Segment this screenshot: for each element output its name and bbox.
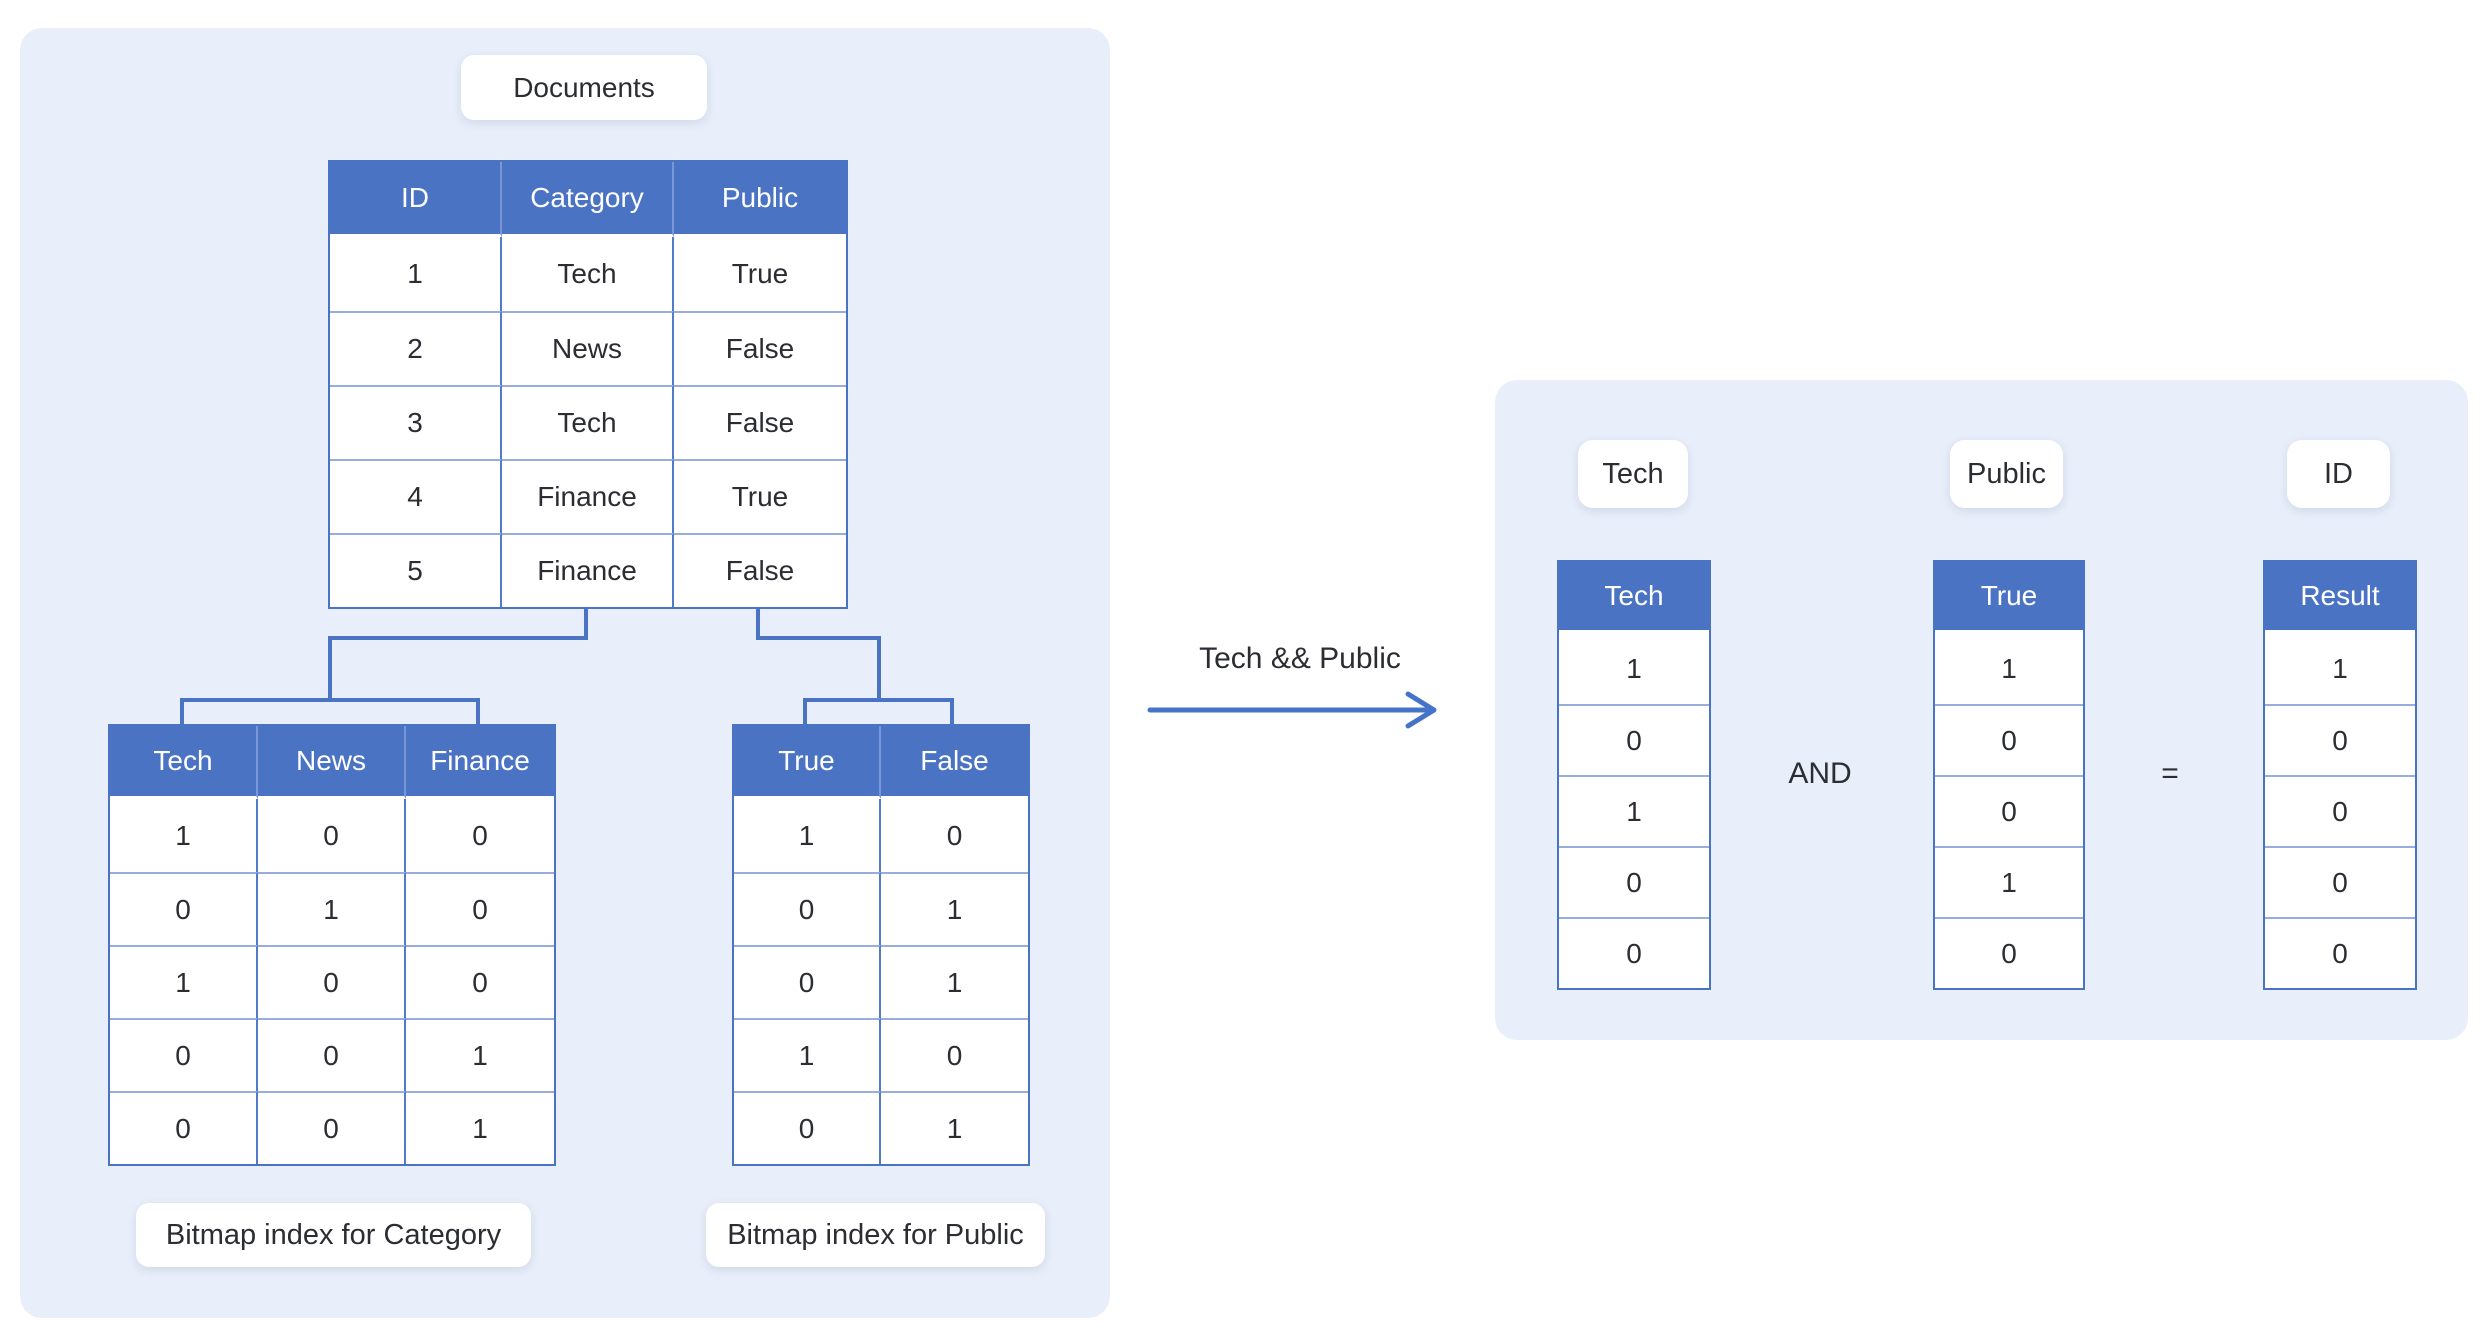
column-header: Tech: [110, 726, 258, 799]
tech-label: Tech: [1578, 440, 1688, 508]
table-cell: 0: [1935, 917, 2083, 988]
table-cell: 0: [258, 1091, 406, 1164]
column-header: True: [734, 726, 881, 799]
public-label: Public: [1950, 440, 2063, 508]
public-label-text: Public: [1967, 457, 2046, 490]
table-cell: 1: [881, 872, 1028, 945]
table-cell: 1: [1559, 633, 1709, 704]
table-cell: 1: [110, 799, 258, 872]
table-cell: Tech: [502, 385, 674, 459]
column-header: True: [1935, 562, 2083, 633]
table-cell: 0: [110, 1018, 258, 1091]
table-cell: Finance: [502, 533, 674, 607]
table-cell: 1: [110, 945, 258, 1018]
table-cell: 3: [330, 385, 502, 459]
table-cell: 0: [881, 1018, 1028, 1091]
category-caption-text: Bitmap index for Category: [165, 1218, 502, 1251]
table-cell: 1: [330, 237, 502, 311]
table-cell: 0: [406, 872, 554, 945]
table-cell: 2: [330, 311, 502, 385]
table-cell: 0: [258, 799, 406, 872]
table-cell: 1: [734, 1018, 881, 1091]
table-cell: 1: [406, 1018, 554, 1091]
table-cell: 0: [2265, 846, 2415, 917]
category-bitmap-caption: Bitmap index for Category: [136, 1203, 531, 1267]
public-bitmap-caption: Bitmap index for Public: [706, 1203, 1045, 1267]
id-label: ID: [2287, 440, 2390, 508]
public-bitmap-table: True False 1 0 0 1 0 1 1 0 0 1: [732, 724, 1030, 1166]
column-header: Public: [674, 162, 846, 237]
table-cell: 1: [734, 799, 881, 872]
table-cell: 0: [406, 945, 554, 1018]
table-cell: 0: [2265, 917, 2415, 988]
documents-label-text: Documents: [513, 71, 655, 103]
table-cell: False: [674, 385, 846, 459]
id-label-text: ID: [2324, 457, 2353, 490]
public-caption-text: Bitmap index for Public: [727, 1218, 1024, 1251]
table-cell: 1: [258, 872, 406, 945]
table-cell: 0: [1559, 704, 1709, 775]
category-bitmap-table: Tech News Finance 1 0 0 0 1 0 1 0 0 0 0 …: [108, 724, 556, 1166]
table-cell: 0: [2265, 704, 2415, 775]
column-header: News: [258, 726, 406, 799]
table-cell: 0: [110, 1091, 258, 1164]
true-bit-column: True 1 0 0 1 0: [1933, 560, 2085, 990]
column-header: Category: [502, 162, 674, 237]
column-header: Result: [2265, 562, 2415, 633]
table-cell: 1: [1935, 633, 2083, 704]
equals-operator: =: [2161, 757, 2179, 790]
table-cell: True: [674, 237, 846, 311]
left-panel: Documents ID Category Public 1 Tech True…: [20, 28, 1110, 1318]
table-cell: 4: [330, 459, 502, 533]
table-cell: 0: [2265, 775, 2415, 846]
column-header: Finance: [406, 726, 554, 799]
tech-bit-column: Tech 1 0 1 0 0: [1557, 560, 1711, 990]
result-bit-column: Result 1 0 0 0 0: [2263, 560, 2417, 990]
operation-expression: Tech && Public: [1199, 642, 1401, 675]
table-cell: 0: [406, 799, 554, 872]
table-cell: 0: [1935, 775, 2083, 846]
table-cell: 1: [406, 1091, 554, 1164]
table-cell: False: [674, 533, 846, 607]
table-cell: 1: [881, 945, 1028, 1018]
table-cell: 1: [1935, 846, 2083, 917]
table-cell: False: [674, 311, 846, 385]
table-cell: 0: [734, 872, 881, 945]
arrow-right-icon: [1147, 691, 1437, 729]
table-cell: 0: [258, 945, 406, 1018]
tech-label-text: Tech: [1602, 457, 1664, 490]
table-cell: 0: [258, 1018, 406, 1091]
and-operator: AND: [1788, 757, 1852, 790]
table-cell: 0: [734, 1091, 881, 1164]
table-cell: 0: [881, 799, 1028, 872]
column-header: Tech: [1559, 562, 1709, 633]
table-cell: 0: [1559, 917, 1709, 988]
column-header: ID: [330, 162, 502, 237]
table-cell: True: [674, 459, 846, 533]
column-header: False: [881, 726, 1028, 799]
table-cell: 1: [2265, 633, 2415, 704]
documents-table: ID Category Public 1 Tech True 2 News Fa…: [328, 160, 848, 609]
table-cell: Finance: [502, 459, 674, 533]
table-cell: 1: [1559, 775, 1709, 846]
documents-label: Documents: [461, 55, 707, 120]
right-panel: Tech Public ID Tech 1 0 1 0 0 AND True 1…: [1495, 380, 2468, 1040]
table-cell: Tech: [502, 237, 674, 311]
table-cell: News: [502, 311, 674, 385]
table-cell: 1: [881, 1091, 1028, 1164]
table-cell: 0: [1559, 846, 1709, 917]
table-cell: 5: [330, 533, 502, 607]
table-cell: 0: [1935, 704, 2083, 775]
table-cell: 0: [734, 945, 881, 1018]
table-cell: 0: [110, 872, 258, 945]
